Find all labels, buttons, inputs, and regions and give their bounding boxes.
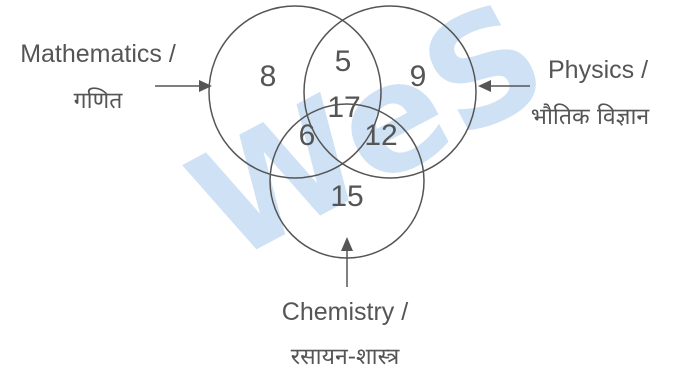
region-math-chemistry: 6	[299, 119, 316, 152]
region-physics-chemistry: 12	[364, 119, 397, 152]
physics-label-hi: भौतिक विज्ञान	[531, 103, 651, 130]
region-all-three: 17	[327, 91, 360, 124]
region-math-physics: 5	[335, 45, 352, 78]
chemistry-arrow-head	[341, 237, 353, 251]
chemistry-label-en: Chemistry /	[282, 298, 408, 326]
physics-arrow-head	[478, 80, 491, 92]
mathematics-circle	[208, 5, 382, 179]
region-physics-only: 9	[410, 60, 427, 93]
physics-circle	[303, 5, 477, 179]
region-chemistry-only: 15	[330, 180, 363, 213]
mathematics-arrow-head	[199, 80, 212, 92]
region-math-only: 8	[260, 60, 277, 93]
physics-label-en: Physics /	[548, 56, 648, 84]
chemistry-label-hi: रसायन-शास्त्र	[291, 344, 401, 370]
mathematics-label-en: Mathematics /	[20, 40, 176, 68]
mathematics-label-hi: गणित	[74, 87, 124, 114]
